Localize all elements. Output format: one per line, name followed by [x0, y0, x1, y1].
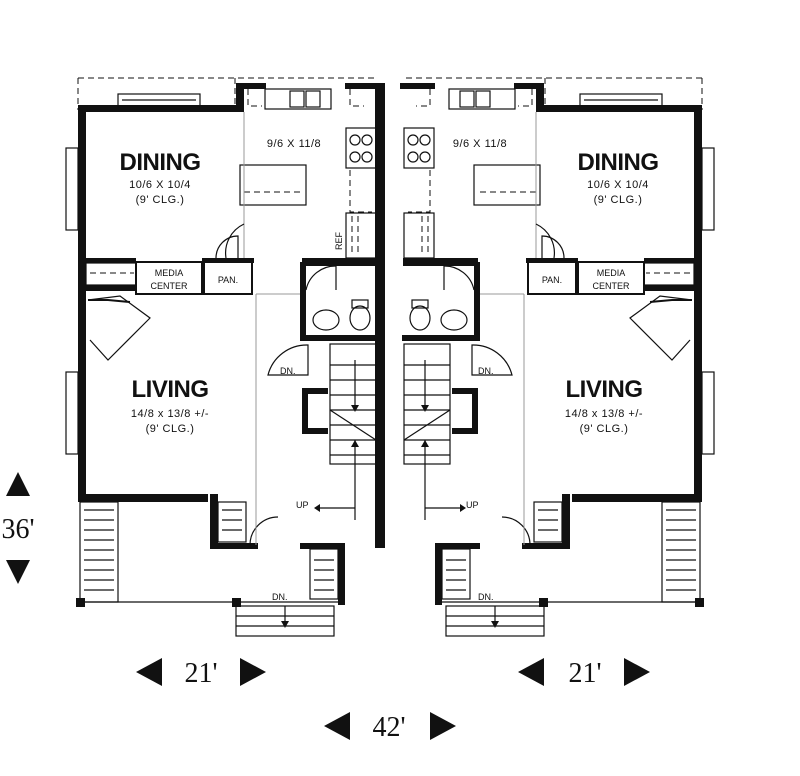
dining-ceiling: (9' CLG.)	[136, 194, 185, 206]
ref-label: REF	[334, 231, 344, 250]
arrow-up-icon	[6, 472, 30, 496]
dining-size: 10/6 X 10/4	[587, 179, 649, 191]
living-ceiling: (9' CLG.)	[146, 423, 195, 435]
arrow-right-icon	[240, 658, 266, 686]
total-width-label: 42'	[372, 712, 405, 743]
right-width-label: 21'	[568, 658, 601, 689]
dining-size: 10/6 X 10/4	[129, 179, 191, 191]
right-unit: MEDIA CENTER PAN. DN. UP DN. DINING 10/6…	[400, 77, 715, 637]
porch-down-label: DN.	[272, 592, 288, 602]
arrow-right-icon	[624, 658, 650, 686]
living-name: LIVING	[565, 376, 642, 403]
kitchen-size: 9/6 X 11/8	[453, 138, 507, 150]
dimension-left-width: 21'	[136, 658, 266, 689]
dimension-depth: 36'	[1, 472, 35, 584]
arrow-left-icon	[518, 658, 544, 686]
media-center-label-1: MEDIA	[155, 268, 184, 278]
pantry-label: PAN.	[218, 275, 238, 285]
media-center-label-2: CENTER	[592, 281, 630, 291]
living-ceiling: (9' CLG.)	[580, 423, 629, 435]
pantry-label: PAN.	[542, 275, 562, 285]
stair-down-label: DN.	[280, 366, 296, 376]
stair-up-label: UP	[466, 500, 479, 510]
media-center-label-2: CENTER	[150, 281, 188, 291]
media-center-label-1: MEDIA	[597, 268, 626, 278]
living-size: 14/8 x 13/8 +/-	[131, 408, 209, 420]
dining-name: DINING	[120, 149, 201, 176]
living-size: 14/8 x 13/8 +/-	[565, 408, 643, 420]
kitchen-size: 9/6 X 11/8	[267, 138, 321, 150]
porch-down-label: DN.	[478, 592, 494, 602]
dining-name: DINING	[578, 149, 659, 176]
left-width-label: 21'	[184, 658, 217, 689]
dining-ceiling: (9' CLG.)	[594, 194, 643, 206]
stair-up-label: UP	[296, 500, 309, 510]
dimension-right-width: 21'	[518, 658, 650, 689]
dimension-total-width: 42'	[324, 712, 456, 743]
left-unit: MEDIA CENTER PAN. REF	[65, 77, 385, 637]
living-name: LIVING	[131, 376, 208, 403]
stair-down-label: DN.	[478, 366, 494, 376]
arrow-right-icon	[430, 712, 456, 740]
arrow-down-icon	[6, 560, 30, 584]
depth-label: 36'	[1, 514, 34, 545]
arrow-left-icon	[136, 658, 162, 686]
arrow-left-icon	[324, 712, 350, 740]
